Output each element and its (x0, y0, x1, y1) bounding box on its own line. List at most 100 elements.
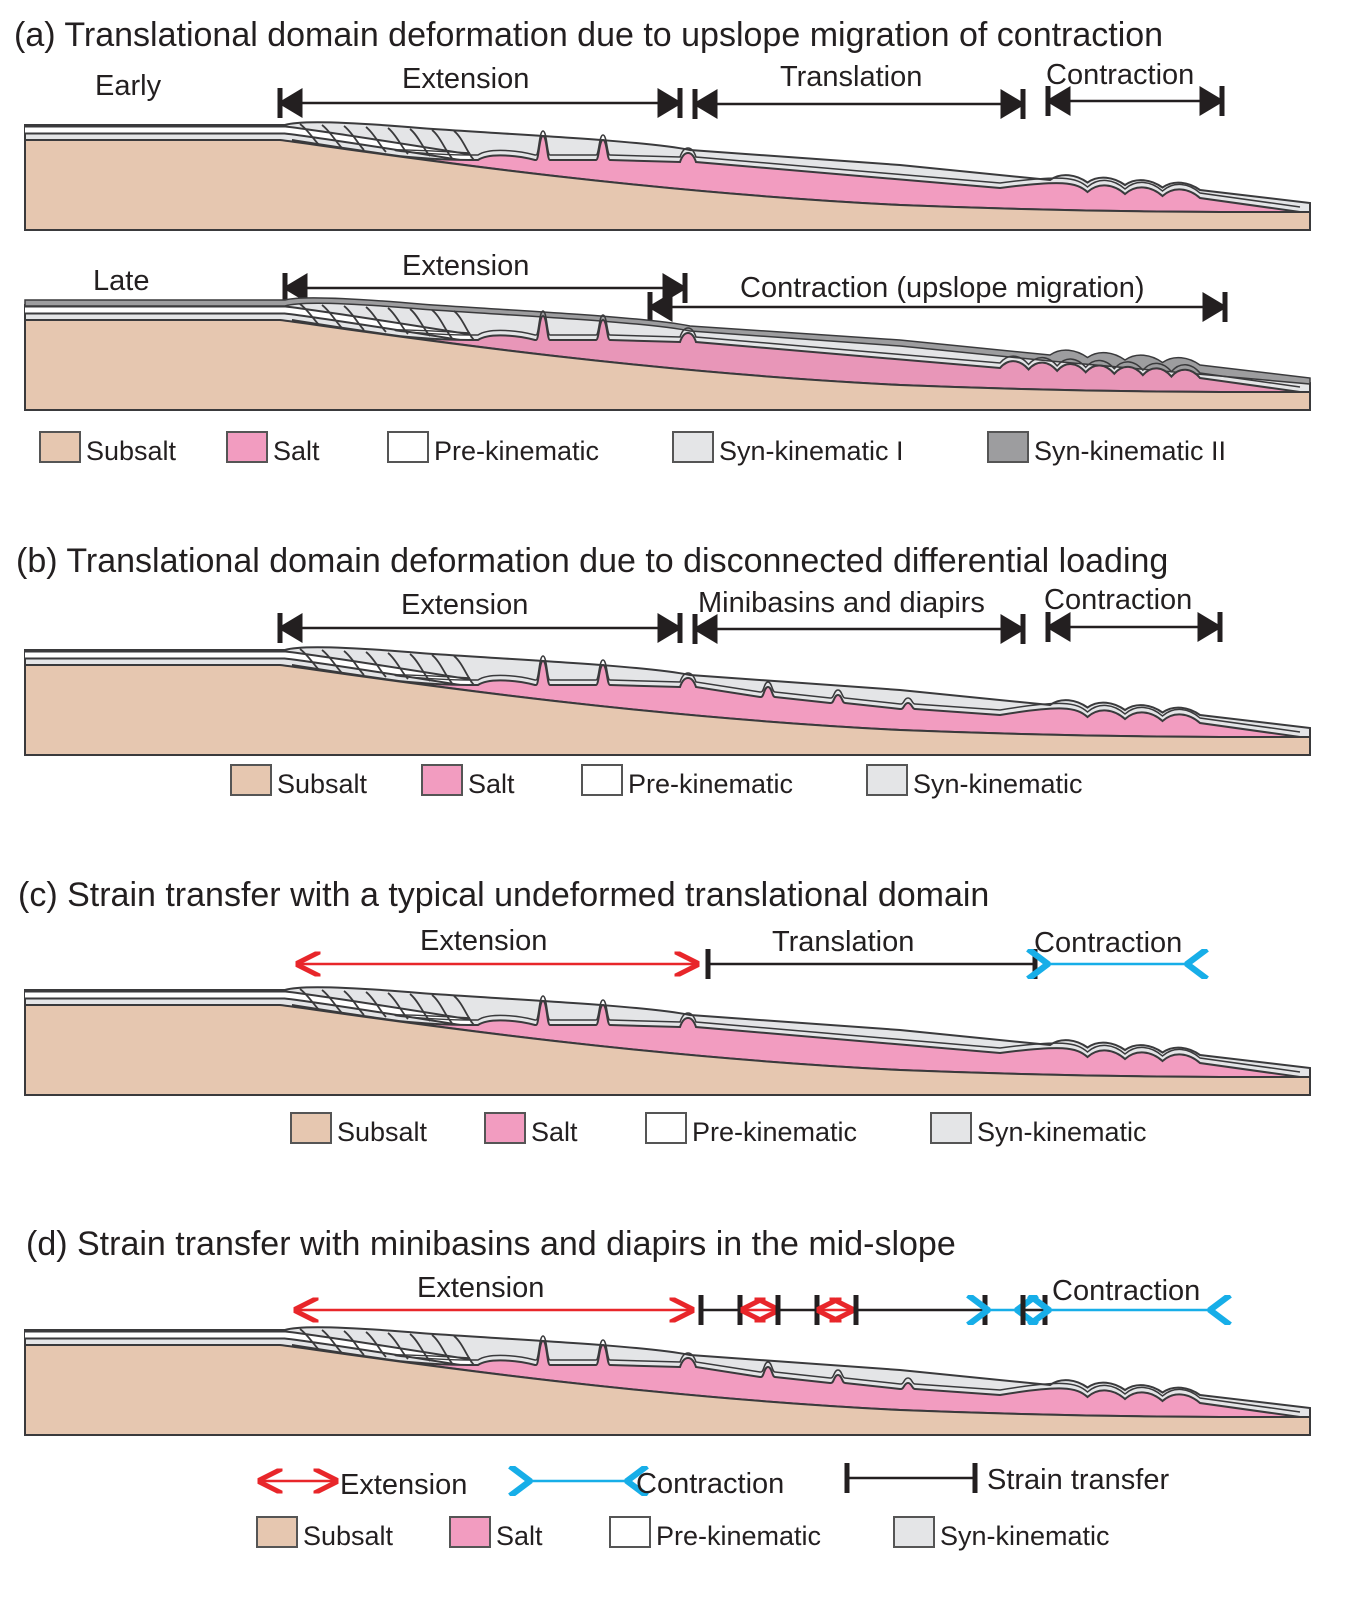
fault-line (431, 309, 453, 339)
fault-line (343, 650, 365, 676)
arrow-legend-label: Contraction (636, 1468, 784, 1500)
legend-label: Subsalt (277, 769, 368, 799)
fault-line (321, 304, 343, 329)
subsalt-layer (24, 664, 1311, 756)
fault-line (453, 130, 475, 161)
fault-line (431, 1334, 453, 1364)
legend-swatch (893, 1516, 935, 1548)
legend-a: Subsalt Salt Pre-kinematic Syn-kinematic I S… (39, 431, 1226, 466)
legend-swatch (609, 1516, 651, 1548)
legend-swatch (230, 764, 272, 796)
legend-swatch (930, 1112, 972, 1144)
zone-label: Translation (780, 61, 922, 93)
zone-arrows (277, 86, 1225, 1325)
zone-label: Extension (402, 250, 529, 282)
cross-section-c (24, 986, 1311, 1096)
zone-label: Contraction (upslope migration) (740, 272, 1145, 304)
panel-a-title: (a) Translational domain deformation due… (14, 16, 1163, 54)
legend-label: Salt (531, 1117, 578, 1147)
fault-line (321, 989, 343, 1014)
subsalt-layer (24, 319, 1311, 411)
panel-d-title: (d) Strain transfer with minibasins and … (26, 1225, 956, 1263)
zone-label: Contraction (1044, 584, 1192, 616)
zone-label: Contraction (1046, 59, 1194, 91)
cross-section-d (24, 1326, 1311, 1436)
legend-label: Salt (468, 769, 515, 799)
legend-label: Syn-kinematic (913, 769, 1083, 799)
legend-swatch (645, 1112, 687, 1144)
fault-line (321, 1329, 343, 1354)
fault-line (321, 124, 343, 149)
legend-b: Subsalt Salt Pre-kinematic Syn-kinematic (230, 764, 1083, 799)
legend-label: Syn-kinematic II (1034, 436, 1226, 466)
fault-line (387, 992, 409, 1020)
panel-c-title: (c) Strain transfer with a typical undef… (18, 876, 989, 914)
zone-label: Translation (772, 926, 914, 958)
fault-line (387, 652, 409, 680)
fault-line (321, 649, 343, 674)
legend-label: Pre-kinematic (692, 1117, 857, 1147)
cross-section-b (24, 646, 1311, 756)
fault-line (431, 994, 453, 1024)
fault-line (453, 995, 475, 1026)
legend-swatch (484, 1112, 526, 1144)
cross-section-late (24, 297, 1311, 411)
fault-line (365, 1331, 387, 1358)
legend-swatch (449, 1516, 491, 1548)
fault-line (365, 126, 387, 153)
legend-label: Pre-kinematic (434, 436, 599, 466)
fault-line (343, 1330, 365, 1356)
fault-line (453, 655, 475, 686)
arrow-legend-label: Extension (340, 1469, 467, 1501)
fault-line (365, 991, 387, 1018)
legend-swatch (987, 431, 1029, 463)
legend-label: Pre-kinematic (628, 769, 793, 799)
arrow-legend-label: Strain transfer (987, 1464, 1169, 1496)
legend-label: Syn-kinematic I (719, 436, 904, 466)
legend-label: Salt (273, 436, 320, 466)
legend-swatch (256, 1516, 298, 1548)
fault-line (409, 128, 431, 157)
pre-kinematic-top-line (394, 310, 1301, 388)
pre-kinematic-top-line (394, 995, 1301, 1073)
arrow-legend (260, 1463, 978, 1481)
legend-swatch (226, 431, 268, 463)
cross-section-early (24, 121, 1311, 231)
fault-line (409, 993, 431, 1022)
legend-label: Subsalt (86, 436, 177, 466)
zone-label: Extension (420, 925, 547, 957)
legend-swatch (39, 431, 81, 463)
subsalt-layer (24, 1344, 1311, 1436)
legend-label: Syn-kinematic (977, 1117, 1147, 1147)
fault-line (387, 127, 409, 155)
legend-c: Subsalt Salt Pre-kinematic Syn-kinematic (290, 1112, 1147, 1147)
fault-line (453, 310, 475, 341)
zone-label: Extension (401, 589, 528, 621)
legend-label: Subsalt (303, 1521, 394, 1551)
pre-kinematic-top-line (394, 130, 1301, 208)
panel-b-title: (b) Translational domain deformation due… (16, 542, 1168, 580)
fault-line (343, 305, 365, 331)
fault-line (409, 1333, 431, 1362)
legend-swatch (672, 431, 714, 463)
zone-label: Contraction (1052, 1275, 1200, 1307)
syn-kinematic-ii-layer (24, 297, 1311, 385)
fault-line (409, 653, 431, 682)
zone-label: Extension (402, 63, 529, 95)
fault-line (365, 306, 387, 333)
fault-line (343, 125, 365, 151)
legend-swatch (387, 431, 429, 463)
fault-line (343, 990, 365, 1016)
subsalt-layer (24, 139, 1311, 231)
legend-label: Syn-kinematic (940, 1521, 1110, 1551)
subsalt-layer (24, 1004, 1311, 1096)
zone-label: Minibasins and diapirs (698, 587, 985, 619)
legend-label: Salt (496, 1521, 543, 1551)
legend-label: Subsalt (337, 1117, 428, 1147)
legend-d: Subsalt Salt Pre-kinematic Syn-kinematic (256, 1516, 1110, 1551)
legend-swatch (290, 1112, 332, 1144)
fault-line (431, 129, 453, 159)
fault-line (453, 1335, 475, 1366)
legend-label: Pre-kinematic (656, 1521, 821, 1551)
